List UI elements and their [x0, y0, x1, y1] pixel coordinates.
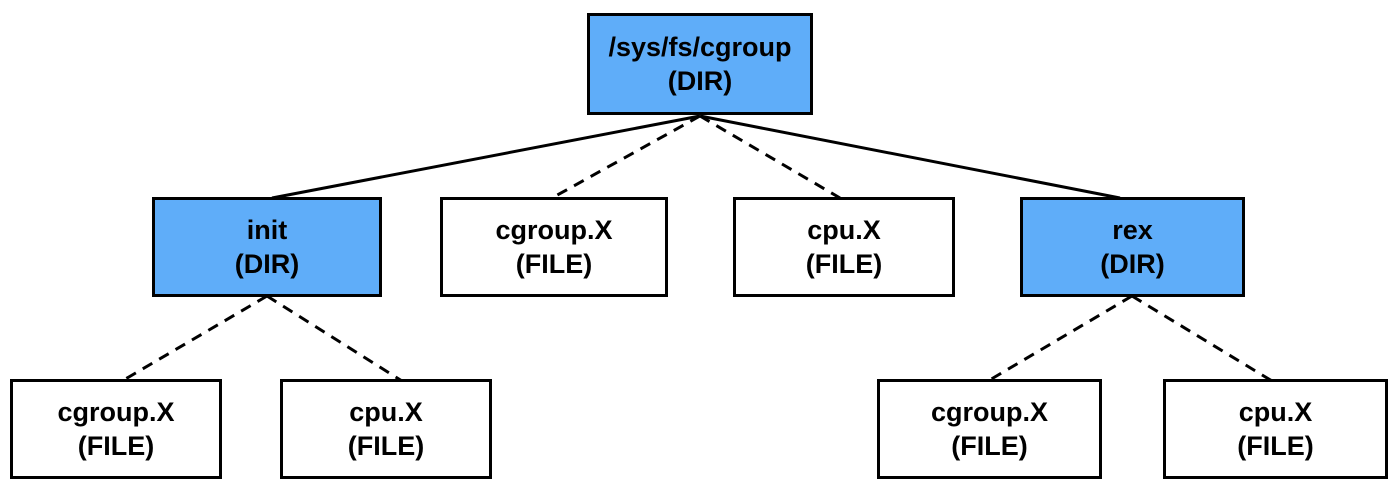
edge-root-cpu-file — [699, 114, 841, 200]
node-kind: (FILE) — [805, 249, 883, 279]
node-kind: (DIR) — [234, 249, 300, 279]
edge-rex-cpu-file — [1131, 294, 1273, 383]
node-kind: (FILE) — [1237, 431, 1314, 461]
node-rex-cgroup-x-file: cgroup.X (FILE) — [877, 379, 1102, 479]
edge-root-cgroup-file — [551, 114, 701, 200]
node-root-sys-fs-cgroup: /sys/fs/cgroup (DIR) — [587, 13, 813, 115]
node-label: cpu.X — [807, 215, 881, 245]
node-label: cgroup.X — [57, 397, 175, 427]
edge-root-rex — [699, 114, 1121, 200]
node-rex-cpu-x-file: cpu.X (FILE) — [1163, 379, 1388, 479]
node-kind: (FILE) — [347, 431, 425, 461]
node-label: rex — [1112, 215, 1153, 245]
node-label: /sys/fs/cgroup — [608, 32, 792, 62]
node-kind: (DIR) — [667, 66, 733, 96]
edge-init-cgroup-file — [121, 294, 268, 383]
node-label: cgroup.X — [930, 397, 1048, 427]
node-kind: (DIR) — [1100, 249, 1165, 279]
node-init-dir: init (DIR) — [152, 197, 382, 297]
node-kind: (FILE) — [77, 431, 155, 461]
node-label: init — [246, 215, 288, 245]
node-rex-dir: rex (DIR) — [1020, 197, 1245, 297]
node-root-cpu-x-file: cpu.X (FILE) — [733, 197, 955, 297]
node-kind: (FILE) — [515, 249, 593, 279]
node-label: cpu.X — [349, 397, 423, 427]
edge-rex-cgroup-file — [987, 294, 1133, 383]
node-init-cpu-x-file: cpu.X (FILE) — [280, 379, 492, 479]
edge-init-cpu-file — [266, 294, 403, 383]
node-label: cgroup.X — [495, 215, 613, 245]
node-init-cgroup-x-file: cgroup.X (FILE) — [10, 379, 222, 479]
node-kind: (FILE) — [951, 431, 1028, 461]
edge-root-init — [271, 114, 701, 200]
node-root-cgroup-x-file: cgroup.X (FILE) — [440, 197, 668, 297]
node-label: cpu.X — [1238, 397, 1313, 427]
